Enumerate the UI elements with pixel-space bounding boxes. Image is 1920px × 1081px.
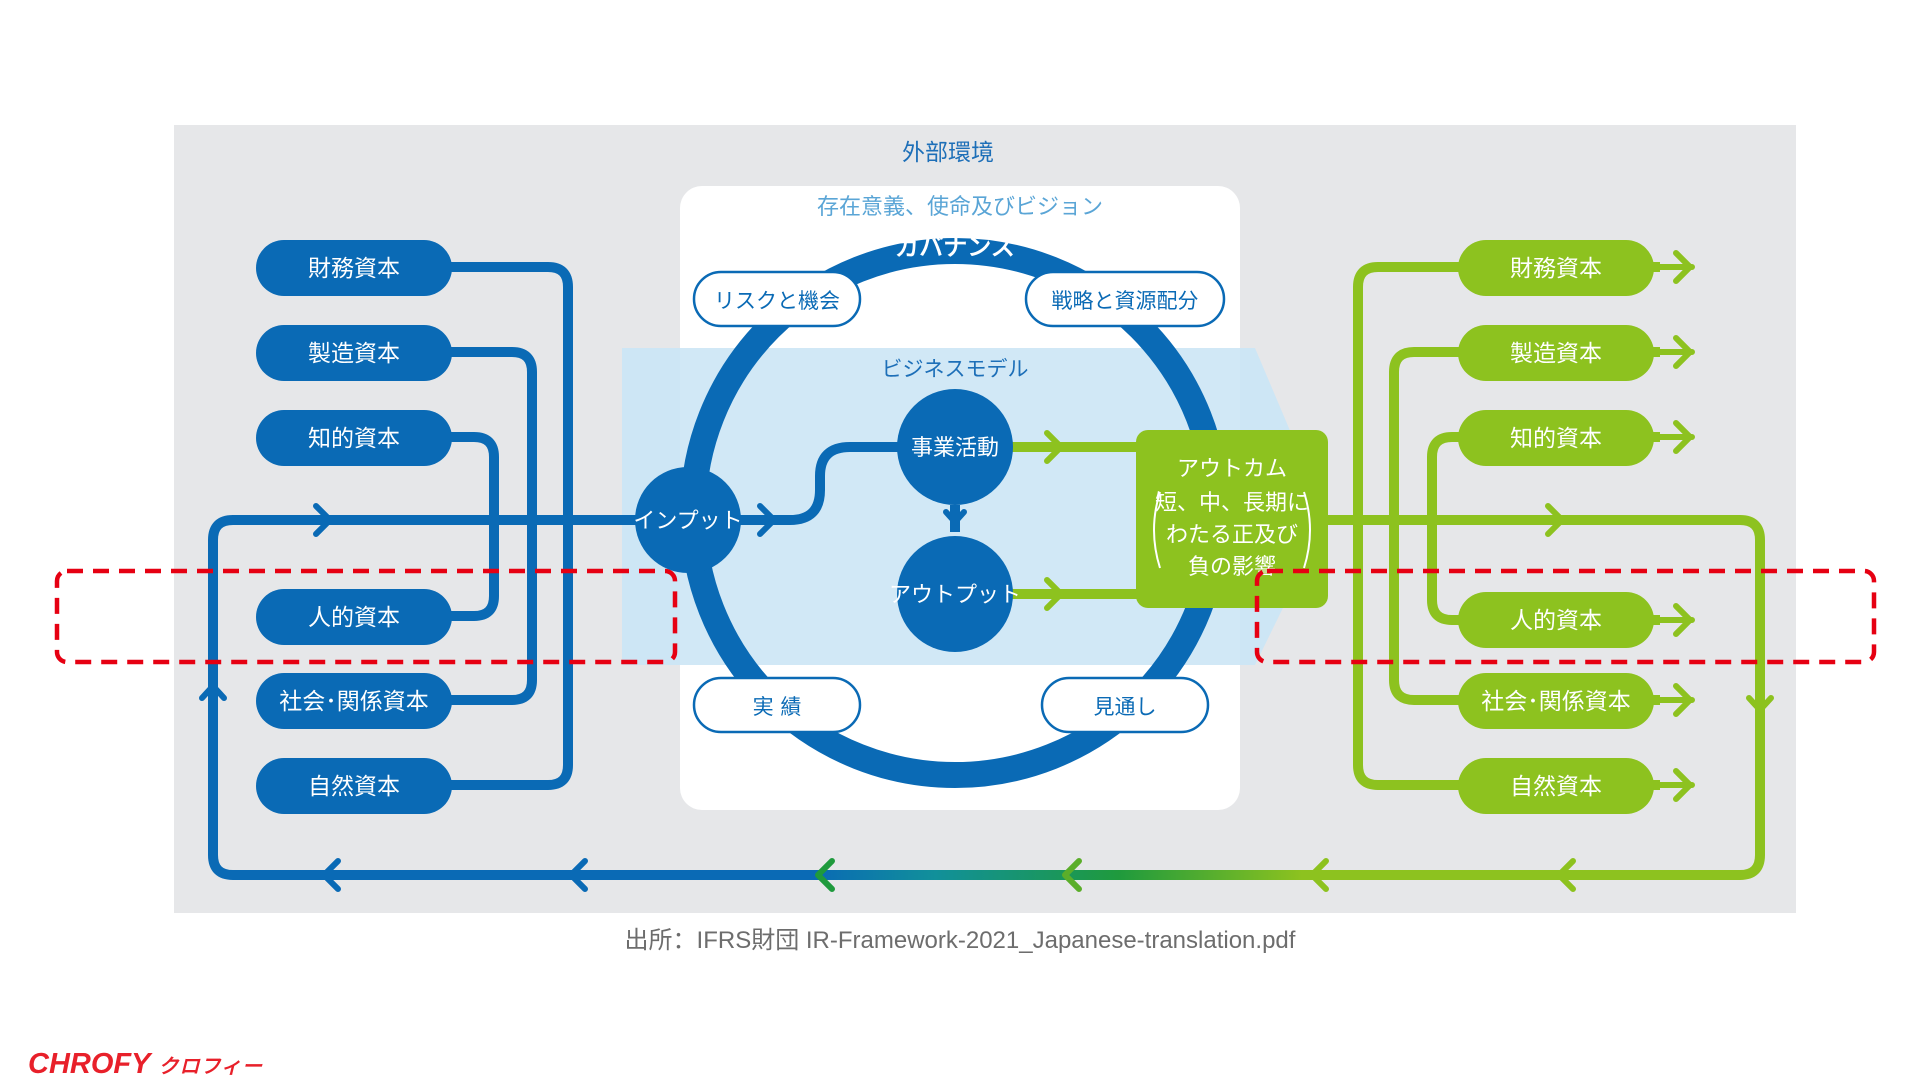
input-capital-manufactured-pill xyxy=(256,325,452,381)
human-capital-input-highlight xyxy=(54,568,678,665)
input-capital-manufactured: 製造資本 xyxy=(308,341,400,367)
performance-pill: 実 績 xyxy=(692,676,862,734)
strategy-allocation-label: 戦略と資源配分 xyxy=(1052,289,1199,313)
output-capital-social-pill xyxy=(1458,673,1654,729)
risks-opportunities-label: リスクと機会 xyxy=(714,289,840,313)
outputs-label: アウトプット xyxy=(889,583,1021,608)
output-capital-natural: 自然資本 xyxy=(1510,774,1602,800)
inputs-node: インプット xyxy=(633,467,743,573)
return-loop-line xyxy=(233,515,1765,880)
risks-opportunities-pill: リスクと機会 xyxy=(692,270,862,328)
output-capital-social: 社会･関係資本 xyxy=(1481,689,1631,715)
business-activities-label: 事業活動 xyxy=(911,436,999,461)
input-capital-social: 社会･関係資本 xyxy=(279,689,429,715)
governance-label: ガバナンス xyxy=(895,233,1015,261)
output-capital-manufactured-pill xyxy=(1458,325,1654,381)
inputs-label: インプット xyxy=(633,509,742,534)
input-capital-intellectual-pill xyxy=(256,410,452,466)
output-capital-intellectual-pill xyxy=(1458,410,1654,466)
input-capital-social-pill xyxy=(256,673,452,729)
outputs-node: アウトプット xyxy=(889,536,1021,652)
input-capitals: 財務資本 製造資本 知的資本 人的資本 社会･関係資本 自然資本 xyxy=(256,240,452,814)
performance-label: 実 績 xyxy=(753,695,802,719)
purpose-vision-label: 存在意義、使命及びビジョン xyxy=(817,195,1103,220)
outcomes-box: アウトカム 短、中、長期に わたる正及び 負の影響 xyxy=(1136,430,1328,608)
human-capital-output-highlight xyxy=(1254,568,1877,665)
input-capital-financial-pill xyxy=(256,240,452,296)
input-capital-natural: 自然資本 xyxy=(308,774,400,800)
output-capital-human: 人的資本 xyxy=(1510,608,1602,634)
input-capital-natural-pill xyxy=(256,758,452,814)
input-connector-lines xyxy=(208,262,1040,880)
logo-wordmark: CHROFY xyxy=(28,1048,151,1080)
outcomes-title: アウトカム xyxy=(1177,457,1287,482)
outcomes-line-3: わたる正及び xyxy=(1166,523,1298,548)
outlook-label: 見通し xyxy=(1094,695,1157,719)
output-capital-human-pill xyxy=(1458,592,1654,648)
input-capital-human-pill xyxy=(256,589,452,645)
business-model-label: ビジネスモデル xyxy=(882,357,1029,381)
output-capital-manufactured: 製造資本 xyxy=(1510,341,1602,367)
flow-arrows xyxy=(199,250,1774,892)
business-activities-node: 事業活動 xyxy=(897,389,1013,505)
output-capital-intellectual: 知的資本 xyxy=(1510,426,1602,452)
output-capitals: 財務資本 製造資本 知的資本 人的資本 社会･関係資本 自然資本 xyxy=(1458,240,1654,814)
input-capital-intellectual: 知的資本 xyxy=(308,426,400,452)
input-capital-financial: 財務資本 xyxy=(308,256,400,282)
output-capital-financial: 財務資本 xyxy=(1510,256,1602,282)
source-citation: 出所：IFRS財団 IR-Framework-2021_Japanese-tra… xyxy=(624,927,1296,954)
chrofy-logo: CHROFY クロフィー xyxy=(28,1048,263,1080)
external-environment-label: 外部環境 xyxy=(902,140,994,166)
output-capital-natural-pill xyxy=(1458,758,1654,814)
output-capital-financial-pill xyxy=(1458,240,1654,296)
logo-kana: クロフィー xyxy=(158,1056,264,1078)
output-connector-lines xyxy=(1000,262,1740,790)
outlook-pill: 見通し xyxy=(1040,676,1210,734)
outcomes-line-4: 負の影響 xyxy=(1188,555,1276,580)
input-capital-human: 人的資本 xyxy=(308,605,400,631)
outcomes-line-2: 短、中、長期に xyxy=(1155,491,1309,516)
strategy-allocation-pill: 戦略と資源配分 xyxy=(1024,270,1226,328)
